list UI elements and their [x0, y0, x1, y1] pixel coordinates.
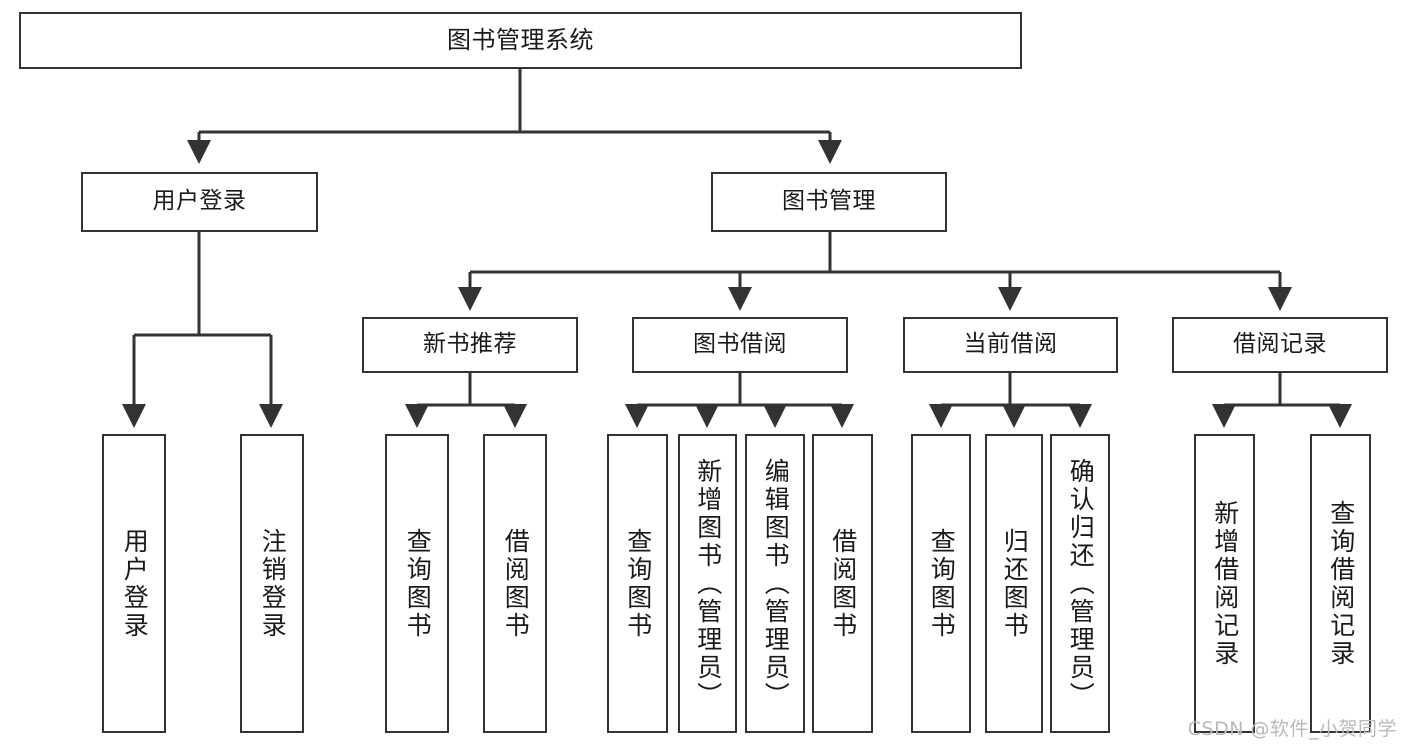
leaf-node[interactable]: 借阅图书 [483, 434, 547, 733]
leaf-node-label: 新增图书（管理员） [693, 457, 723, 710]
leaf-node[interactable]: 查询图书 [385, 434, 449, 733]
node-user-login[interactable]: 用户登录 [81, 172, 318, 232]
leaf-node[interactable]: 查询借阅记录 [1310, 434, 1371, 733]
node-root-label: 图书管理系统 [447, 26, 594, 55]
leaf-node-label: 确认归还（管理员） [1066, 457, 1096, 710]
node-root[interactable]: 图书管理系统 [19, 12, 1022, 69]
leaf-node[interactable]: 确认归还（管理员） [1050, 434, 1110, 733]
node-book-management[interactable]: 图书管理 [711, 172, 947, 232]
node-book-borrow[interactable]: 图书借阅 [632, 317, 848, 373]
leaf-node[interactable]: 借阅图书 [812, 434, 873, 733]
leaf-node[interactable]: 用户登录 [102, 434, 166, 733]
leaf-node-label: 查询图书 [623, 527, 653, 640]
leaf-node[interactable]: 查询图书 [911, 434, 971, 733]
leaf-node-label: 查询图书 [927, 527, 957, 640]
leaf-node-label: 用户登录 [120, 527, 150, 640]
leaf-node-label: 归还图书 [1000, 527, 1030, 640]
node-new-book-recommend-label: 新书推荐 [423, 331, 517, 358]
node-book-borrow-label: 图书借阅 [693, 331, 787, 358]
leaf-node-label: 借阅图书 [828, 527, 858, 640]
node-current-borrow-label: 当前借阅 [963, 331, 1058, 358]
node-current-borrow[interactable]: 当前借阅 [903, 317, 1118, 373]
leaf-node[interactable]: 新增图书（管理员） [678, 434, 737, 733]
leaf-node[interactable]: 编辑图书（管理员） [745, 434, 805, 733]
leaf-node-label: 借阅图书 [501, 527, 531, 640]
leaf-node[interactable]: 查询图书 [607, 434, 668, 733]
watermark: CSDN @软件_小贺同学 [1187, 718, 1397, 740]
leaf-node[interactable]: 归还图书 [985, 434, 1043, 733]
node-borrow-record-label: 借阅记录 [1233, 331, 1327, 358]
leaf-node-label: 注销登录 [258, 527, 288, 640]
node-new-book-recommend[interactable]: 新书推荐 [362, 317, 578, 373]
leaf-node-label: 查询借阅记录 [1326, 499, 1356, 668]
leaf-node-label: 编辑图书（管理员） [761, 457, 791, 710]
leaf-node[interactable]: 注销登录 [240, 434, 304, 733]
node-book-management-label: 图书管理 [782, 188, 876, 215]
leaf-node-label: 新增借阅记录 [1210, 499, 1240, 668]
leaf-node-label: 查询图书 [403, 527, 433, 640]
leaf-node[interactable]: 新增借阅记录 [1194, 434, 1255, 733]
node-user-login-label: 用户登录 [152, 188, 247, 215]
node-borrow-record[interactable]: 借阅记录 [1172, 317, 1388, 373]
